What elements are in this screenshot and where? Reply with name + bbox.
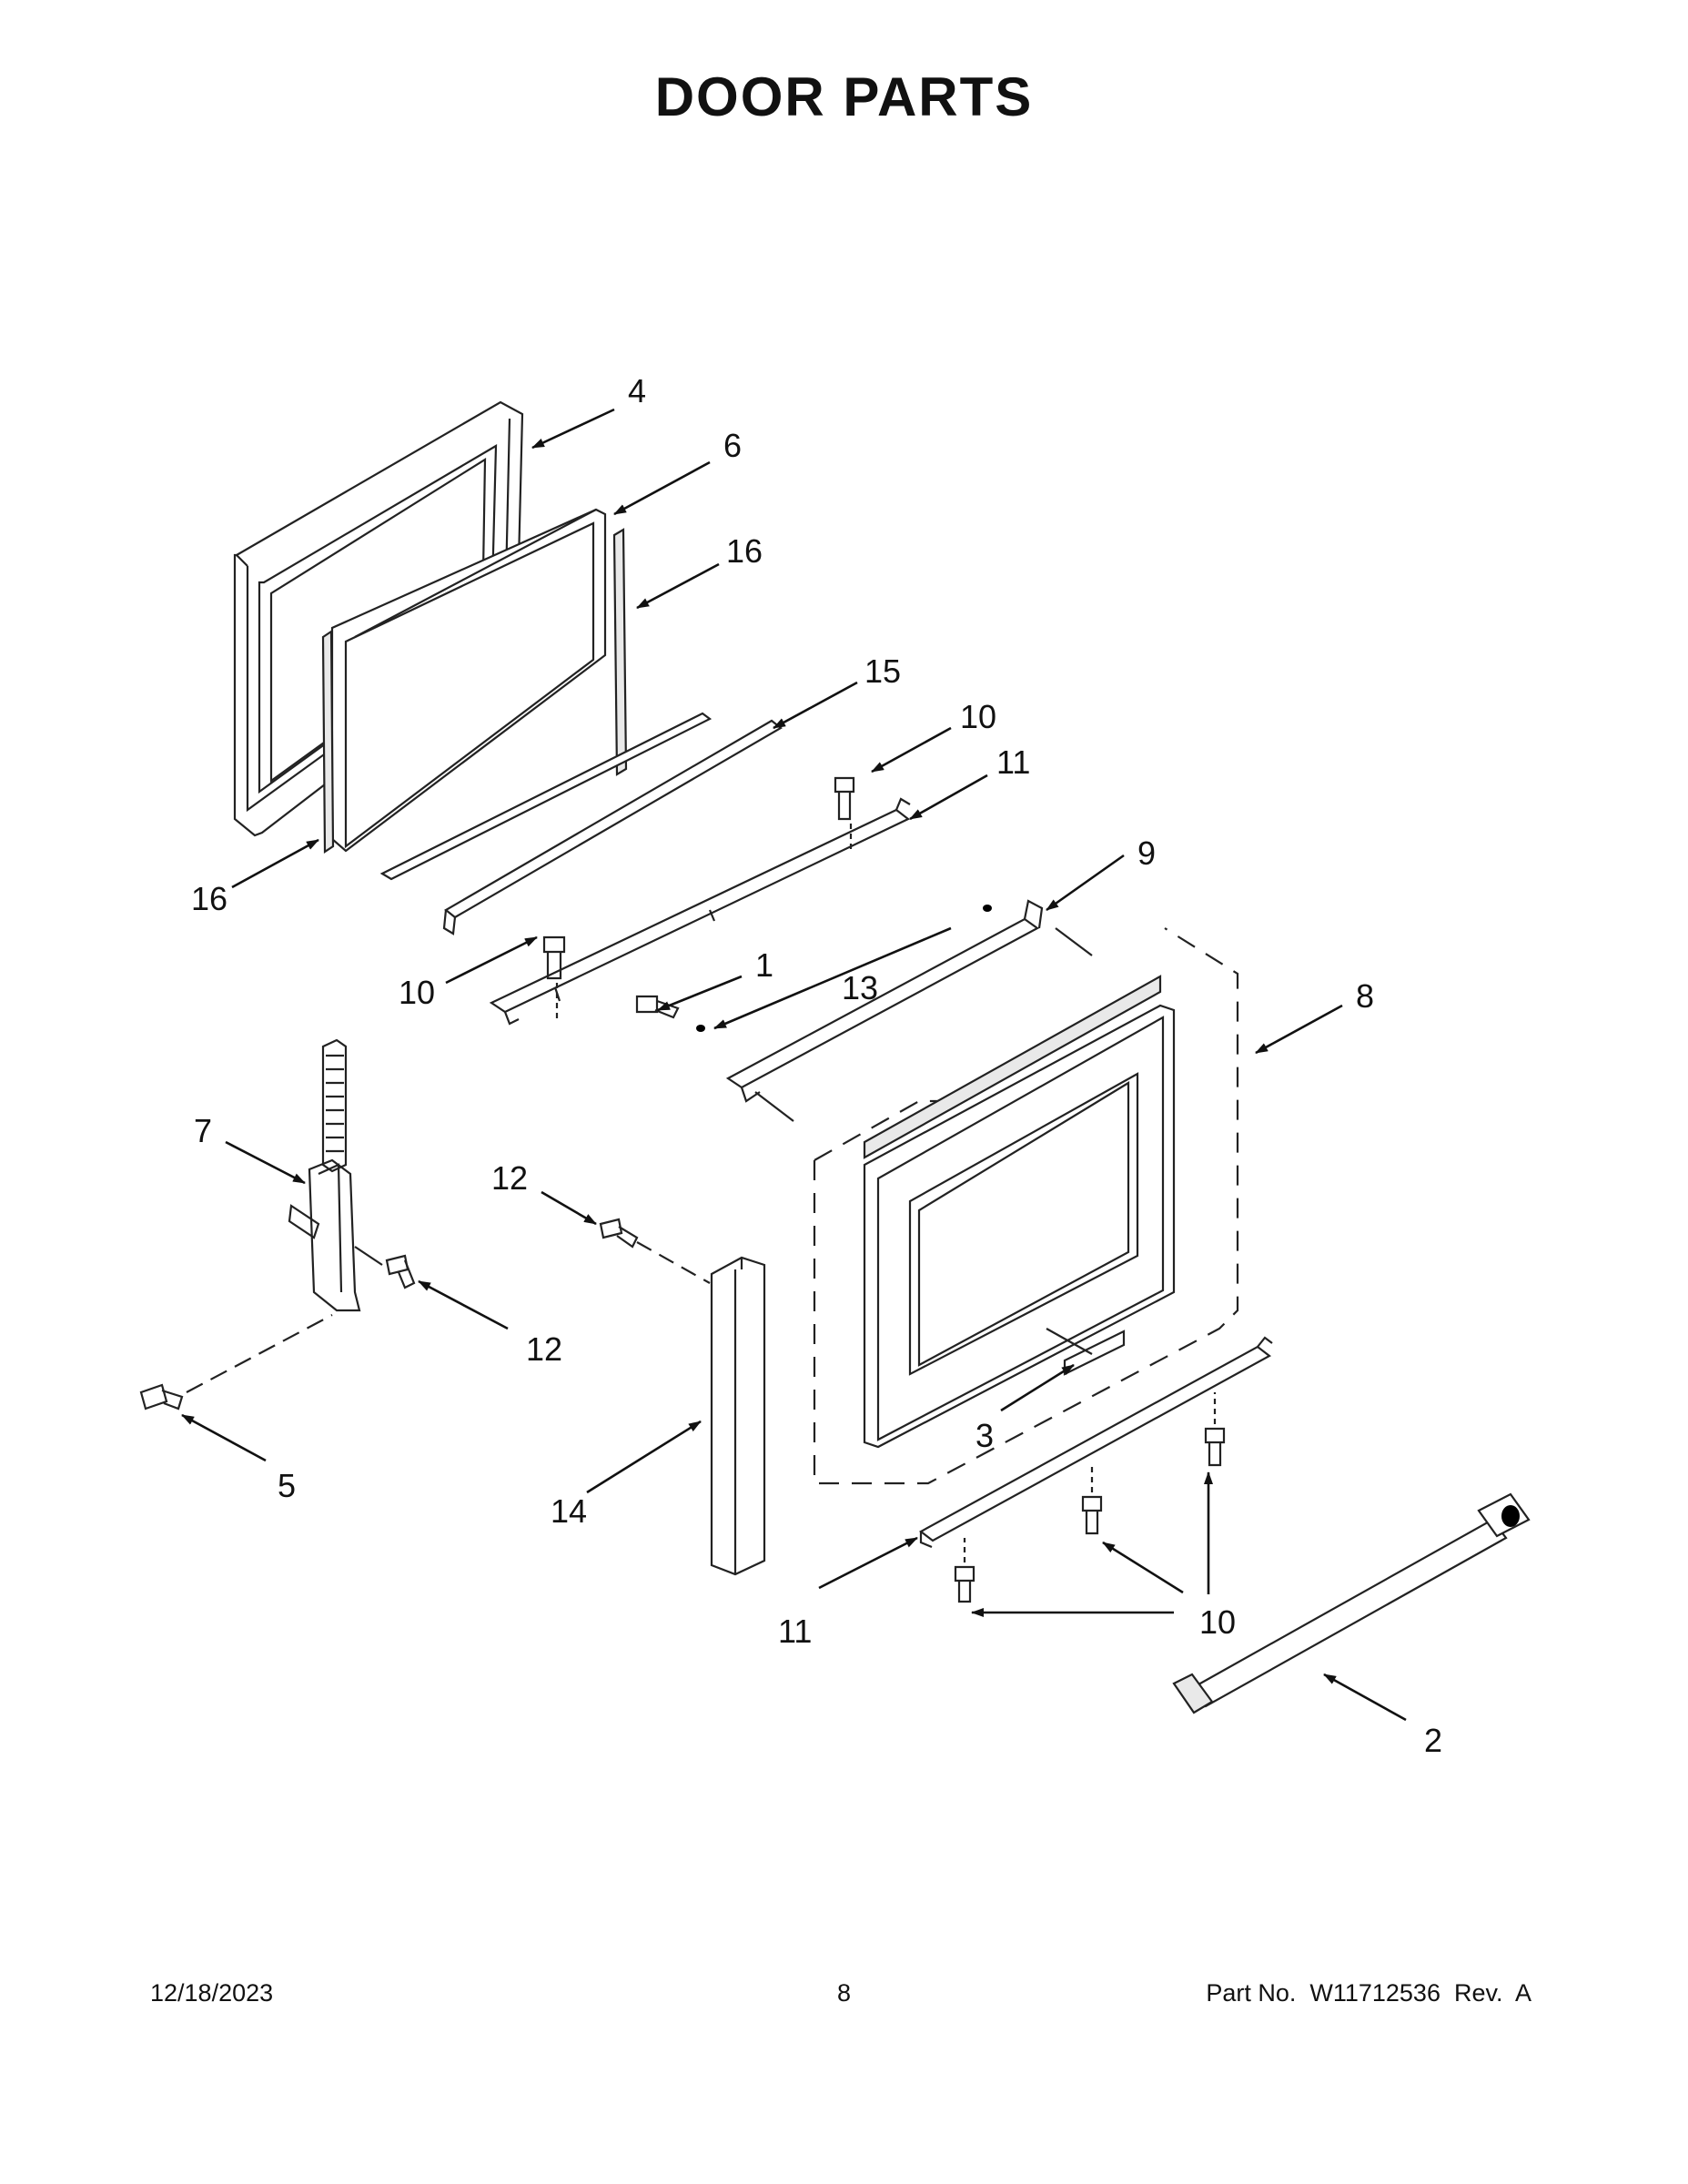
callout-11: 11 [996, 743, 1030, 781]
callout-4: 4 [628, 372, 646, 410]
callout-1: 1 [755, 946, 773, 984]
screw-upper-right [834, 776, 855, 851]
outer-door-panel [813, 927, 1239, 1485]
door-hinge [288, 1038, 383, 1312]
hinge-screw-right [385, 1254, 416, 1289]
washer-lower [690, 1019, 712, 1037]
callout-2: 2 [1424, 1722, 1442, 1759]
callout-10: 10 [960, 698, 996, 735]
callout-16: 16 [726, 532, 763, 570]
gasket-strip-left [321, 629, 335, 854]
callout-10: 10 [1199, 1603, 1236, 1641]
door-side-trim [710, 1256, 766, 1576]
callout-9: 9 [1137, 834, 1156, 872]
washer-upper [976, 899, 998, 917]
callout-12: 12 [526, 1330, 562, 1368]
hinge-screw-upper [599, 1218, 711, 1284]
callout-12: 12 [491, 1159, 528, 1197]
callout-10: 10 [399, 974, 435, 1011]
screw-lower-3 [954, 1538, 975, 1603]
callout-16: 16 [191, 880, 227, 917]
hinge-mount-screw [139, 1314, 333, 1410]
hinge-channel-bracket [725, 899, 1044, 1103]
callout-7: 7 [194, 1112, 212, 1149]
callout-15: 15 [864, 652, 901, 690]
callout-3: 3 [975, 1417, 994, 1454]
screw-upper-left [542, 935, 566, 1019]
leader-arrows [181, 408, 1407, 1722]
door-handle [1172, 1492, 1531, 1714]
screw-lower-1 [1204, 1392, 1226, 1467]
hinge-pin-screw [635, 995, 680, 1019]
page-title: DOOR PARTS [654, 66, 1034, 127]
callout-8: 8 [1356, 977, 1374, 1015]
footer-part-number: Part No. W11712536 Rev. A [1206, 1979, 1531, 2007]
screw-lower-2 [1081, 1465, 1103, 1535]
lower-door-bracket [918, 1336, 1273, 1549]
callout-5: 5 [278, 1467, 296, 1504]
callout-11: 11 [778, 1613, 812, 1650]
callout-13: 13 [842, 969, 878, 1006]
callout-labels: 4 6 16 15 10 11 16 9 8 1 13 10 7 12 12 5… [191, 372, 1442, 1759]
footer-page-number: 8 [836, 1979, 852, 2007]
gasket-strip-right [612, 528, 628, 776]
assembly-guide-lines [754, 927, 1093, 1122]
callout-6: 6 [723, 427, 742, 464]
callout-14: 14 [551, 1492, 587, 1530]
footer-date: 12/18/2023 [150, 1979, 274, 2007]
upper-door-bracket [489, 797, 911, 1026]
